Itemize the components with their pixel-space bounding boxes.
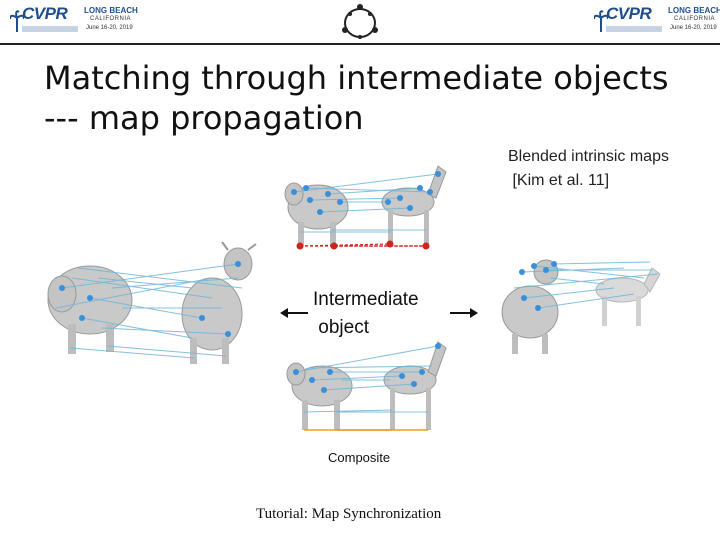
logo-underline: [22, 26, 78, 32]
logo-dates: June 16-20, 2019: [670, 25, 717, 31]
cow-mesh-right: [502, 260, 558, 354]
logo-state: CALIFORNIA: [674, 16, 715, 22]
logo-brand: CVPR: [606, 4, 651, 24]
cvpr-logo-right: CVPR LONG BEACH CALIFORNIA June 16-20, 2…: [592, 4, 720, 36]
logo-location: LONG BEACH: [84, 6, 138, 15]
slide-footer: Tutorial: Map Synchronization: [256, 506, 441, 523]
figure-left-pig-cow: [42, 238, 270, 370]
slide-title: Matching through intermediate objects --…: [44, 58, 684, 138]
arrow-right-icon: [448, 306, 478, 320]
cycle-graph-icon: [338, 2, 382, 42]
figure-top-cow-horse: [280, 152, 455, 264]
pig-mesh: [48, 266, 132, 354]
logo-brand: CVPR: [22, 4, 67, 24]
logo-state: CALIFORNIA: [90, 16, 131, 22]
title-line-1: Matching through intermediate objects: [44, 58, 684, 98]
horse-mesh: [382, 166, 446, 246]
figure-right-blended: [494, 248, 666, 360]
logo-dates: June 16-20, 2019: [86, 25, 133, 31]
red-mapping-lines: [300, 244, 426, 246]
figure-bottom-composite: [282, 332, 458, 444]
cvpr-logo-left: CVPR LONG BEACH CALIFORNIA June 16-20, 2…: [8, 4, 136, 36]
header-divider: [0, 43, 720, 45]
composite-label: Composite: [328, 450, 390, 465]
blended-maps-label: Blended intrinsic maps [Kim et al. 11]: [508, 145, 669, 193]
title-line-2: --- map propagation: [44, 98, 684, 138]
logo-underline: [606, 26, 662, 32]
logo-location: LONG BEACH: [668, 6, 720, 15]
red-points: [297, 241, 430, 250]
arrow-left-icon: [280, 306, 310, 320]
slide-header: CVPR LONG BEACH CALIFORNIA June 16-20, 2…: [0, 0, 720, 44]
cow-mesh-large: [182, 242, 256, 364]
